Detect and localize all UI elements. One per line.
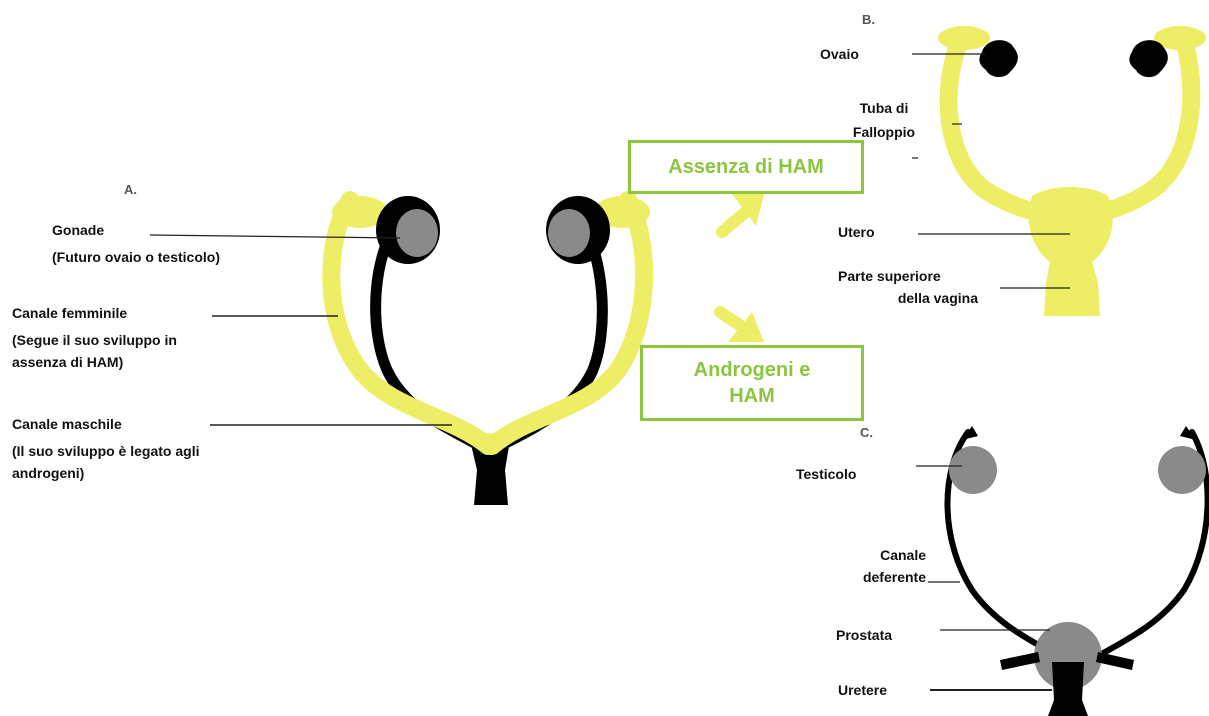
label-canale-femminile-note-1: (Segue il suo sviluppo in — [12, 330, 177, 351]
label-tuba: Tuba di — [822, 98, 946, 119]
urethra-c — [1048, 662, 1088, 716]
label-deferente: deferente — [800, 567, 926, 588]
duct-junction-a — [478, 433, 502, 451]
ovary-left-b — [979, 40, 1017, 77]
label-uretere: Uretere — [838, 680, 887, 701]
box-androgeni-line-1: Androgeni e — [694, 357, 811, 383]
label-canale-maschile-note-1: (Il suo sviluppo è legato agli — [12, 441, 199, 462]
label-canale-femminile: Canale femminile — [12, 303, 127, 324]
label-canale-femminile-note-2: assenza di HAM) — [12, 352, 123, 373]
label-della-vagina: della vagina — [838, 288, 978, 309]
panel-a-drawing — [150, 196, 650, 505]
label-canale: Canale — [800, 545, 926, 566]
label-parte-superiore: Parte superiore — [838, 266, 941, 287]
panel-letter-b: B. — [862, 12, 875, 27]
testis-left-c — [949, 446, 997, 494]
box-assenza-di-ham: Assenza di HAM — [628, 140, 864, 194]
box-assenza-text: Assenza di HAM — [668, 154, 824, 180]
label-canale-maschile: Canale maschile — [12, 414, 122, 435]
label-prostata: Prostata — [836, 625, 892, 646]
label-testicolo: Testicolo — [796, 464, 856, 485]
testis-right-c — [1158, 446, 1206, 494]
arrow-to-b — [722, 194, 764, 232]
box-androgeni-line-2: HAM — [729, 383, 775, 409]
ovary-right-b — [1129, 40, 1167, 77]
label-canale-maschile-note-2: androgeni) — [12, 463, 84, 484]
label-utero: Utero — [838, 222, 875, 243]
panel-c-drawing — [916, 426, 1208, 716]
panel-b-drawing — [912, 26, 1206, 316]
label-gonade-note: (Futuro ovaio o testicolo) — [52, 247, 220, 268]
panel-letter-c: C. — [860, 425, 873, 440]
label-ovaio: Ovaio — [820, 44, 859, 65]
label-gonade: Gonade — [52, 220, 104, 241]
uterus-b — [1029, 187, 1113, 316]
arrow-to-c — [720, 312, 764, 342]
panel-letter-a: A. — [124, 182, 137, 197]
box-androgeni-e-ham: Androgeni e HAM — [640, 345, 864, 421]
